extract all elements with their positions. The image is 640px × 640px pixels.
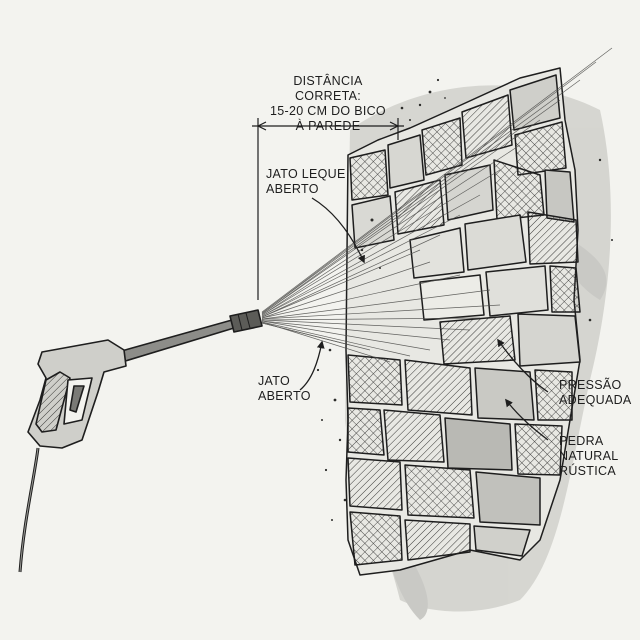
label-line: PEDRA xyxy=(559,434,604,448)
trigger xyxy=(69,385,85,413)
grip-shading xyxy=(35,371,71,433)
stone xyxy=(514,423,563,476)
label-line: ABERTO xyxy=(266,182,319,196)
stone xyxy=(444,417,513,471)
stone xyxy=(439,315,516,365)
stone xyxy=(473,525,531,557)
arrow-pressure xyxy=(497,338,549,393)
dirt-splatter xyxy=(316,78,613,521)
stone xyxy=(549,265,581,313)
label-line: À PAREDE xyxy=(295,119,361,133)
stone xyxy=(444,164,494,221)
label-open-jet: JATO ABERTO xyxy=(258,374,311,404)
stone xyxy=(383,409,445,463)
stone xyxy=(464,214,527,271)
pressure-washer-gun-icon xyxy=(18,309,263,573)
stone xyxy=(349,511,403,566)
label-line: NATURAL xyxy=(559,449,619,463)
stone xyxy=(347,407,385,456)
arrow-open-jet xyxy=(299,340,325,391)
label-line: PRESSÃO xyxy=(559,378,622,392)
leader-arrows xyxy=(299,197,549,441)
label-fan-jet: JATO LEQUE ABERTO xyxy=(266,167,346,197)
label-line: JATO LEQUE xyxy=(266,167,346,181)
stone xyxy=(474,367,535,421)
stone xyxy=(404,464,475,519)
label-line: 15-20 CM DO BICO xyxy=(270,104,386,118)
label-line: ABERTO xyxy=(258,389,311,403)
label-correct-distance: DISTÂNCIA CORRETA: 15-20 CM DO BICO À PA… xyxy=(266,74,390,134)
arrow-stone xyxy=(505,398,549,441)
stone xyxy=(534,369,573,421)
stone xyxy=(347,354,403,406)
stone xyxy=(404,519,471,561)
label-adequate-pressure: PRESSÃO ADEQUADA xyxy=(559,378,632,408)
stone xyxy=(461,94,513,159)
stone xyxy=(527,211,579,265)
label-line: RÚSTICA xyxy=(559,464,616,478)
stone xyxy=(517,313,581,367)
stone xyxy=(347,457,403,511)
stone xyxy=(514,121,567,176)
lance xyxy=(117,319,235,363)
label-rustic-stone: PEDRA NATURAL RÚSTICA xyxy=(559,434,619,479)
stone xyxy=(475,471,541,526)
label-line: JATO xyxy=(258,374,290,388)
water-fan-spray xyxy=(261,47,613,363)
stone xyxy=(349,149,389,201)
distance-dimension-line xyxy=(252,118,404,300)
stone xyxy=(421,117,463,176)
label-line: ADEQUADA xyxy=(559,393,632,407)
stone xyxy=(404,359,473,416)
stone xyxy=(409,227,465,279)
stone xyxy=(509,74,561,131)
stone xyxy=(544,169,575,223)
label-line: DISTÂNCIA CORRETA: xyxy=(293,74,363,103)
stone xyxy=(485,265,549,317)
stone xyxy=(387,134,425,189)
arrow-fan-jet xyxy=(311,197,365,264)
stone-wall xyxy=(345,67,581,576)
